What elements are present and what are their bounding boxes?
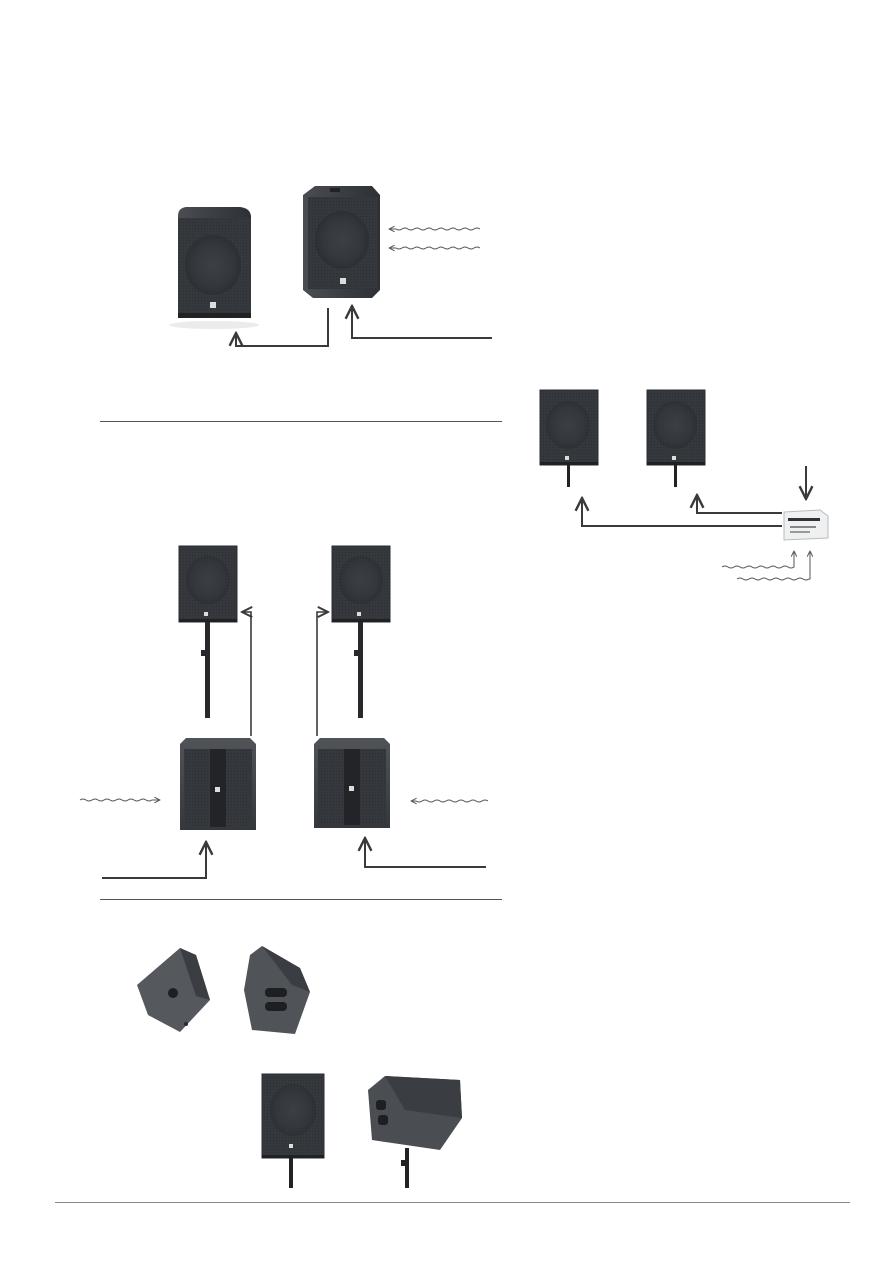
monitor-wedge-rear [137, 948, 210, 1032]
subwoofer-right [314, 738, 390, 828]
monitor-wedge-side [244, 946, 310, 1034]
signal-input-arrow [722, 551, 794, 568]
power-input-arrow [102, 842, 206, 878]
pole-mounted-speaker-4 [332, 546, 390, 718]
power-input-arrow [365, 838, 486, 867]
signal-input-arrow [80, 799, 160, 801]
link-arrow [317, 612, 328, 736]
cabinet-speaker-left [169, 207, 259, 329]
amplifier [784, 510, 828, 540]
cabinet-speaker-right [303, 186, 380, 298]
pole-mounted-speaker-5 [262, 1074, 324, 1188]
pole-mounted-speaker-3 [179, 546, 237, 718]
signal-input-arrow [389, 247, 480, 249]
power-input-arrow [352, 306, 492, 338]
signal-input-arrow [737, 551, 810, 580]
pole-mounted-speaker-2 [647, 390, 705, 487]
signal-input-arrow [411, 800, 488, 802]
pole-mounted-speaker-1 [540, 390, 598, 487]
subwoofer-left [180, 738, 256, 830]
link-arrow [242, 612, 251, 736]
monitor-on-pole [368, 1076, 462, 1188]
speaker-link-arrow [697, 495, 782, 513]
signal-input-arrow [389, 228, 480, 230]
